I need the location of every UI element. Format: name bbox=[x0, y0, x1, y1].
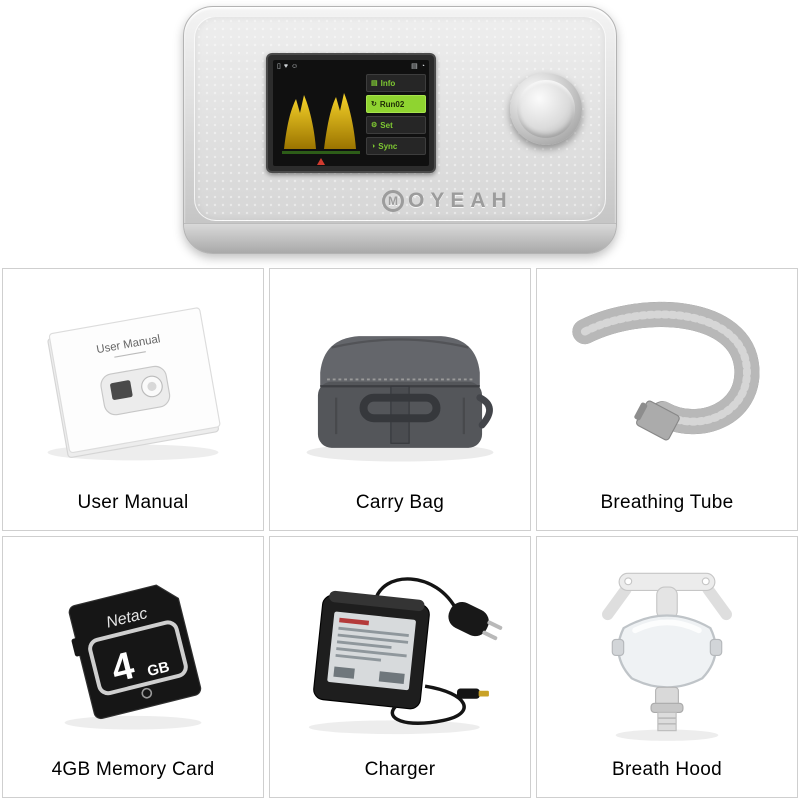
screen-status-bar: ▯ ♥ ☺ ▤ ◔ bbox=[273, 60, 429, 73]
memory-card-capacity-unit: GB bbox=[146, 659, 172, 680]
user-manual-image: User Manual bbox=[3, 269, 263, 492]
screen-menu: ▤ Info ↻ Run02 ⚙ Set ◑ Sync bbox=[366, 74, 426, 155]
device-bottom-band bbox=[184, 223, 616, 253]
device-knob-ring bbox=[510, 73, 582, 145]
accessory-label: User Manual bbox=[77, 491, 189, 513]
accessory-label: 4GB Memory Card bbox=[51, 759, 215, 780]
accessory-card-breathing-tube: Breathing Tube bbox=[536, 268, 798, 531]
menu-item-sync: ◑ Sync bbox=[366, 137, 426, 155]
carry-bag-image bbox=[270, 269, 530, 492]
charger-image bbox=[270, 537, 530, 760]
breath-hood-image bbox=[537, 537, 797, 760]
accessory-card-carry-bag: Carry Bag bbox=[269, 268, 531, 531]
memory-card-image: Netac 4 GB bbox=[3, 537, 263, 760]
status-card-icon: ▤ bbox=[411, 63, 418, 70]
brand-logo: M OYEAH bbox=[382, 189, 513, 213]
brand-name: OYEAH bbox=[408, 189, 513, 212]
accessory-label: Carry Bag bbox=[355, 491, 445, 513]
run-icon: ↻ bbox=[371, 101, 377, 108]
sync-icon: ◑ bbox=[371, 142, 376, 150]
info-icon: ▤ bbox=[371, 80, 378, 87]
menu-item-set: ⚙ Set bbox=[366, 116, 426, 134]
accessory-card-user-manual: User Manual User Manual bbox=[2, 268, 264, 531]
menu-item-label: Info bbox=[380, 78, 396, 88]
accessory-grid: User Manual User Manual bbox=[0, 268, 800, 800]
status-face-icon: ☺ bbox=[291, 63, 299, 70]
product-hero-section: ▯ ♥ ☺ ▤ ◔ bbox=[0, 0, 800, 266]
menu-item-info: ▤ Info bbox=[366, 74, 426, 92]
accessory-label: Breathing Tube bbox=[600, 491, 734, 513]
waveform-graphic bbox=[282, 93, 360, 154]
status-clock-icon: ◔ bbox=[420, 63, 425, 70]
menu-item-label: Sync bbox=[378, 141, 398, 151]
breathing-tube-image bbox=[537, 269, 797, 492]
accessory-card-charger: Charger bbox=[269, 535, 531, 798]
device-screen-bezel: ▯ ♥ ☺ ▤ ◔ bbox=[266, 53, 436, 173]
device-screen: ▯ ♥ ☺ ▤ ◔ bbox=[273, 60, 429, 166]
device-control-knob bbox=[517, 80, 575, 138]
cpap-machine: ▯ ♥ ☺ ▤ ◔ bbox=[183, 6, 617, 254]
screen-brand-mark bbox=[317, 158, 325, 165]
menu-item-run: ↻ Run02 bbox=[366, 95, 426, 113]
brand-m-icon: M bbox=[382, 190, 404, 212]
accessory-card-memory-card: Netac 4 GB 4GB Memory Card bbox=[2, 535, 264, 798]
screen-waveform bbox=[276, 75, 368, 157]
status-heart-icon: ♥ bbox=[283, 63, 289, 70]
menu-item-label: Run02 bbox=[379, 99, 405, 109]
status-power-icon: ▯ bbox=[277, 63, 281, 70]
accessory-label: Charger bbox=[364, 759, 436, 780]
settings-icon: ⚙ bbox=[371, 122, 378, 129]
accessory-card-breath-hood: Breath Hood bbox=[536, 535, 798, 798]
accessory-label: Breath Hood bbox=[612, 759, 722, 780]
menu-item-label: Set bbox=[380, 120, 393, 130]
